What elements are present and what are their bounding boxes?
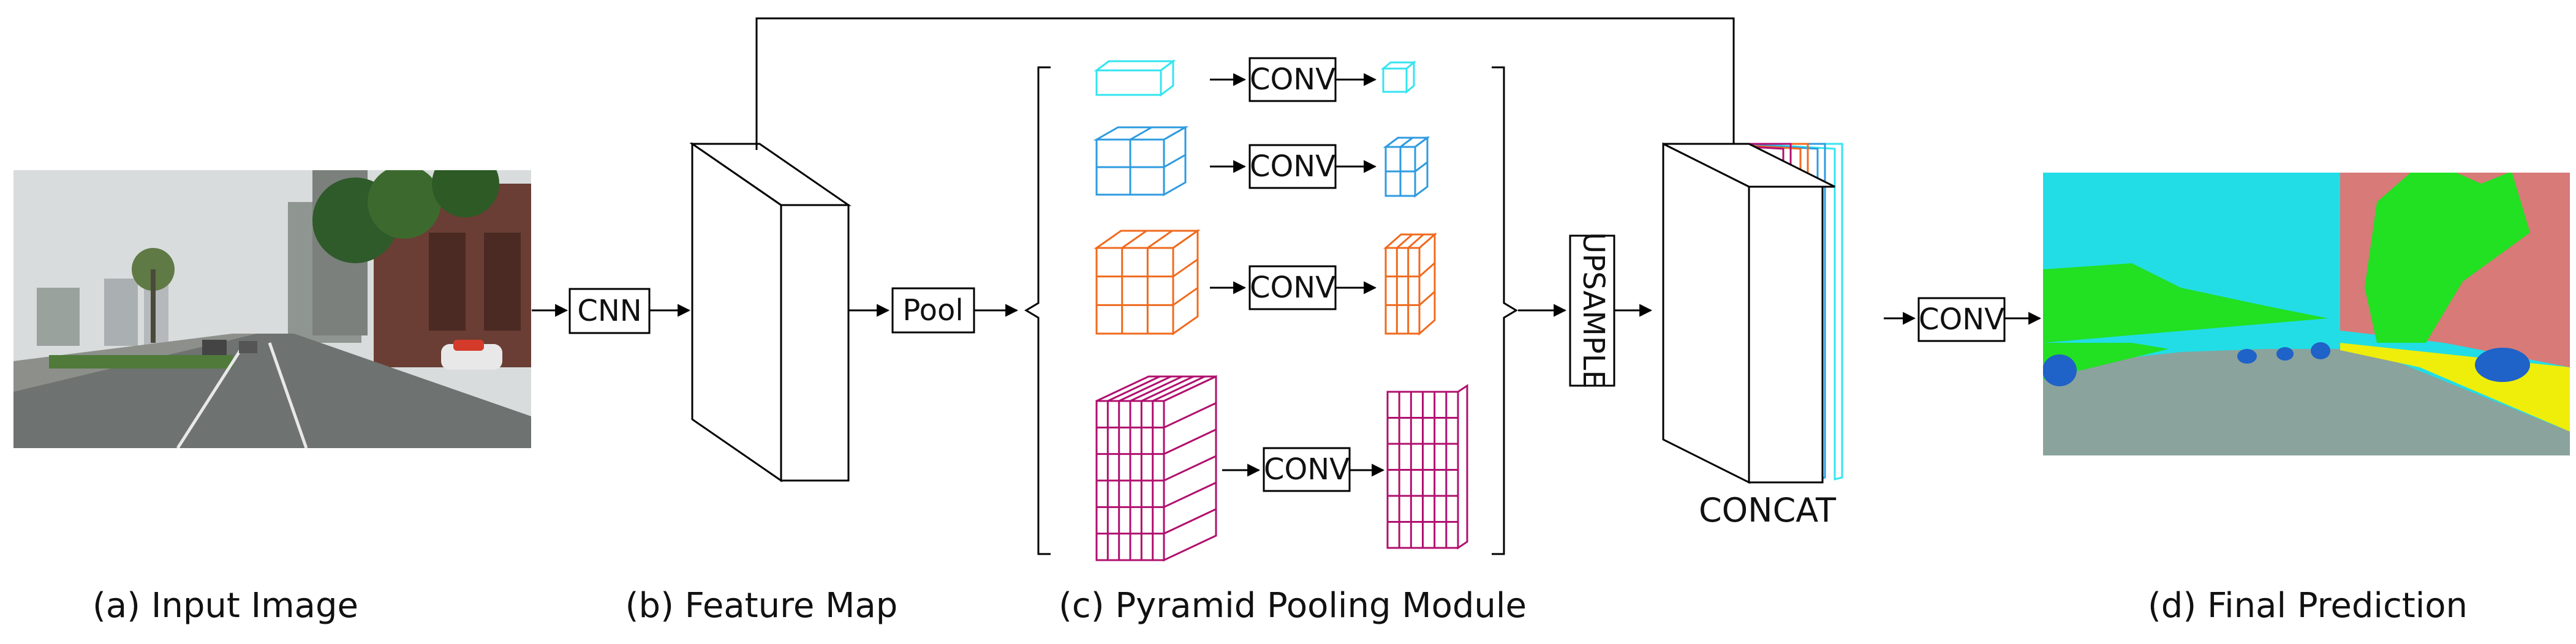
final-conv-box bbox=[1917, 297, 2006, 342]
upsample-label: UPSAMPLE bbox=[1576, 232, 1611, 389]
conv-label-2: CONV bbox=[1250, 149, 1335, 184]
pool-level-3-output bbox=[1383, 232, 1437, 336]
feature-map-block bbox=[689, 142, 852, 482]
pyramid-conv-row-2: CONV bbox=[1210, 144, 1377, 189]
pool-level-1-input bbox=[1093, 59, 1176, 97]
upsample-box bbox=[1569, 234, 1615, 387]
cnn-label: CNN bbox=[577, 294, 641, 328]
pyramid-left-bracket bbox=[1024, 66, 1051, 555]
pool-level-3-input bbox=[1093, 229, 1201, 335]
concat-label: CONCAT bbox=[1699, 491, 1837, 530]
skip-connection-arrow bbox=[755, 17, 1740, 179]
caption-input-image: (a) Input Image bbox=[93, 586, 358, 626]
pool-level-6-output-depth bbox=[1457, 384, 1468, 550]
pool-box bbox=[891, 287, 975, 334]
concat-slice-4 bbox=[1750, 143, 1843, 481]
input-image bbox=[13, 170, 531, 448]
pool-level-2-output bbox=[1383, 136, 1430, 198]
pool-label: Pool bbox=[902, 293, 963, 328]
pyramid-pooling-module bbox=[1093, 59, 1468, 562]
pool-level-2-input bbox=[1093, 125, 1189, 197]
pyramid-conv-row-3: CONV bbox=[1210, 265, 1377, 310]
conv-label-1: CONV bbox=[1250, 62, 1335, 97]
conv-label-4: CONV bbox=[1264, 452, 1350, 487]
final-conv-label: CONV bbox=[1919, 302, 2004, 337]
pyramid-conv-row-4: CONV bbox=[1222, 447, 1385, 492]
pool-level-6-output bbox=[1386, 391, 1459, 549]
pool-level-1-output bbox=[1380, 60, 1417, 94]
caption-pyramid-pooling: (c) Pyramid Pooling Module bbox=[1059, 586, 1527, 626]
concat-side bbox=[1748, 185, 1824, 484]
conv-label-3: CONV bbox=[1250, 271, 1335, 305]
concat-block bbox=[1662, 142, 1843, 484]
pool-level-6-input bbox=[1095, 375, 1217, 562]
final-prediction-image bbox=[2043, 173, 2570, 455]
caption-final-prediction: (d) Final Prediction bbox=[2148, 586, 2468, 626]
pyramid-right-bracket bbox=[1492, 66, 1518, 555]
caption-feature-map: (b) Feature Map bbox=[625, 586, 898, 626]
concat-front bbox=[1662, 142, 1750, 484]
pyramid-conv-row-1: CONV bbox=[1210, 57, 1377, 102]
